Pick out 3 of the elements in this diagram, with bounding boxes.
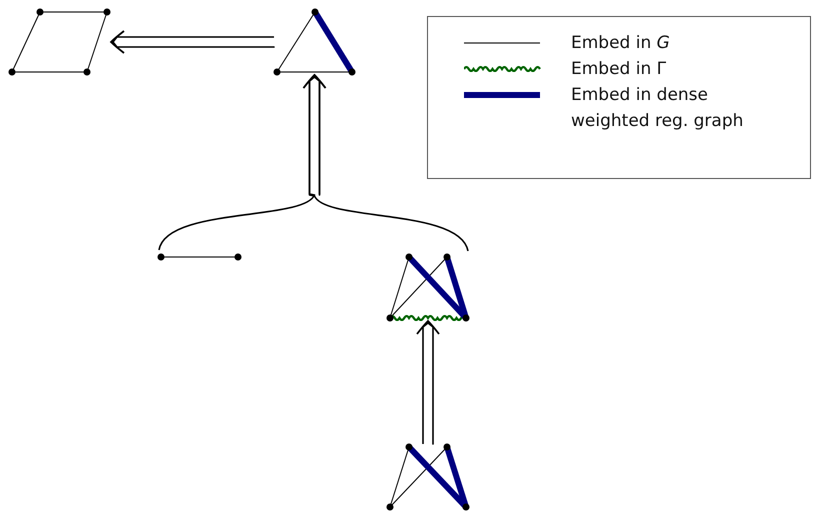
legend-label: Embed in dense weighted reg. graph [571,84,744,133]
legend-label: Embed in Γ [571,58,668,81]
legend-label: Embed in G [571,32,671,55]
